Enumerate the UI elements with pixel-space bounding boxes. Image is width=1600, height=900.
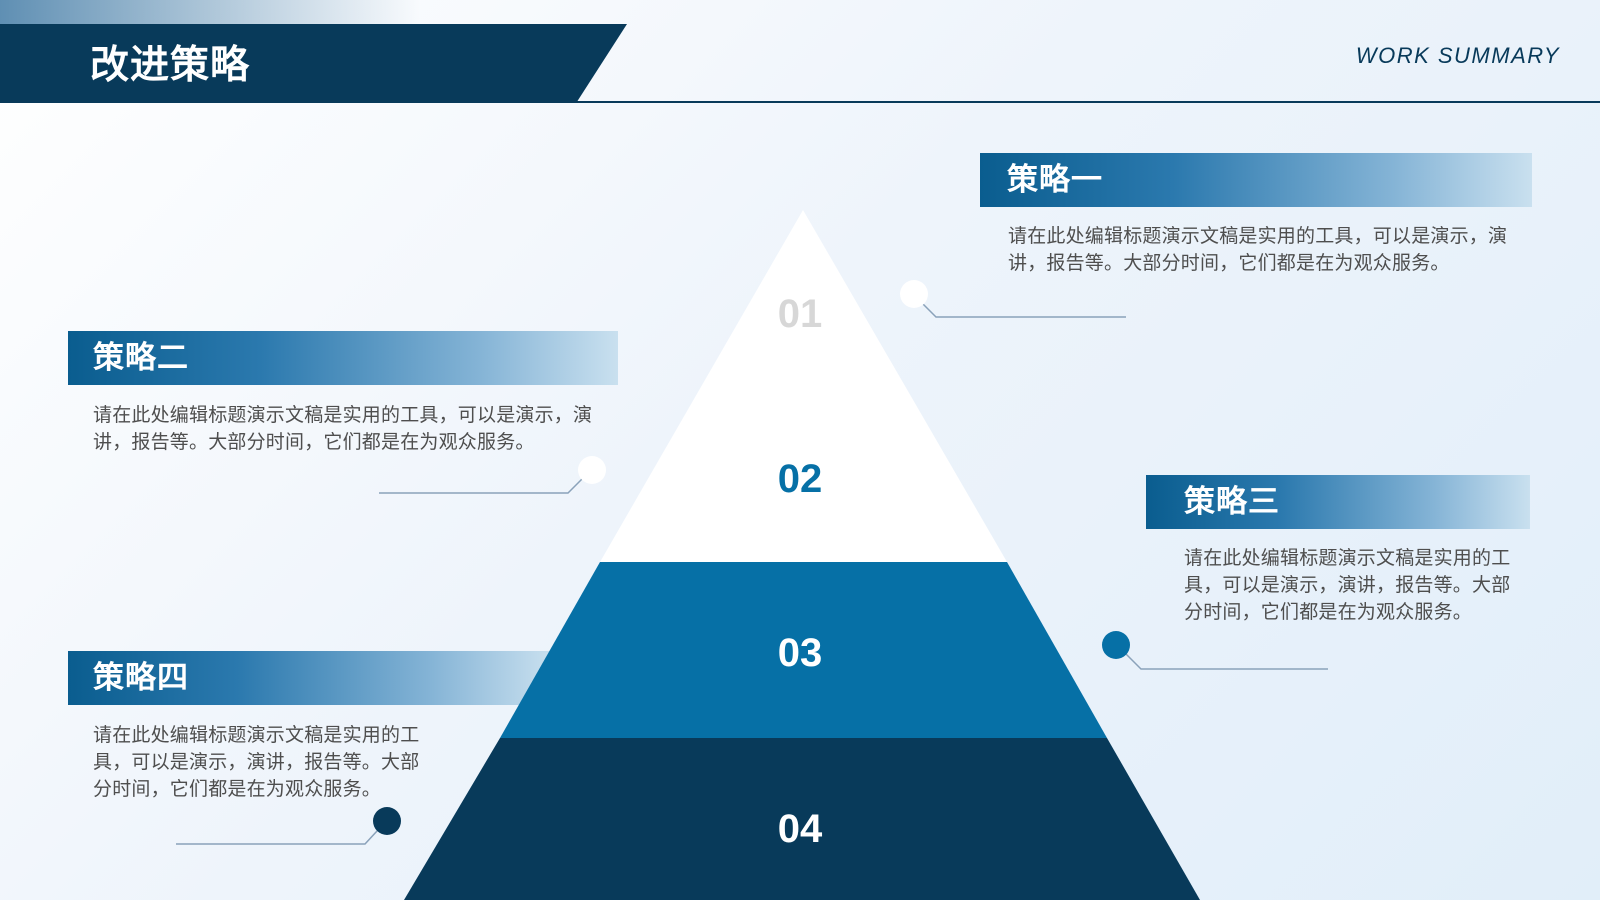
header-divider (0, 101, 1600, 103)
connector-strategy-1 (911, 292, 1126, 318)
header-glow (0, 0, 420, 24)
strategy-2-bar (68, 331, 618, 385)
strategy-1-bar (980, 153, 1532, 207)
pyramid-label-04: 04 (778, 807, 823, 851)
pyramid-label-02: 02 (778, 457, 823, 501)
work-summary-label: WORK SUMMARY (1355, 43, 1560, 68)
strategy-4-description: 请在此处编辑标题演示文稿是实用的工 具，可以是演示，演讲，报告等。大部 分时间，… (93, 724, 420, 800)
connector-dot-strategy-3 (1102, 631, 1130, 659)
page-title: 改进策略 (90, 43, 251, 88)
strategy-1-description: 请在此处编辑标题演示文稿是实用的工具，可以是演示，演 讲，报告等。大部分时间，它… (1008, 225, 1508, 274)
pyramid-level-top (600, 210, 1007, 562)
strategy-3-description: 请在此处编辑标题演示文稿是实用的工 具，可以是演示，演讲，报告等。大部 分时间，… (1184, 547, 1511, 623)
strategy-2-description: 请在此处编辑标题演示文稿是实用的工具，可以是演示，演 讲，报告等。大部分时间，它… (93, 404, 593, 453)
connector-dot-strategy-4 (373, 807, 401, 835)
pyramid-label-01: 01 (778, 292, 823, 336)
pyramid-label-03: 03 (778, 631, 823, 675)
pyramid-level-middle (500, 562, 1107, 738)
connector-dot-strategy-2 (578, 456, 606, 484)
connector-dot-strategy-1 (900, 280, 928, 308)
strategy-2-title: 策略二 (93, 340, 189, 376)
strategy-4-bar (68, 651, 552, 705)
connector-strategy-3 (1116, 644, 1328, 670)
strategy-3-bar (1146, 475, 1530, 529)
connector-strategy-2 (379, 468, 593, 494)
strategy-1-title: 策略一 (1007, 162, 1103, 198)
strategy-3-title: 策略三 (1184, 484, 1280, 520)
pyramid-level-bottom (404, 738, 1200, 900)
connector-strategy-4 (176, 817, 390, 845)
strategy-4-title: 策略四 (93, 660, 189, 696)
header-band (0, 24, 627, 102)
